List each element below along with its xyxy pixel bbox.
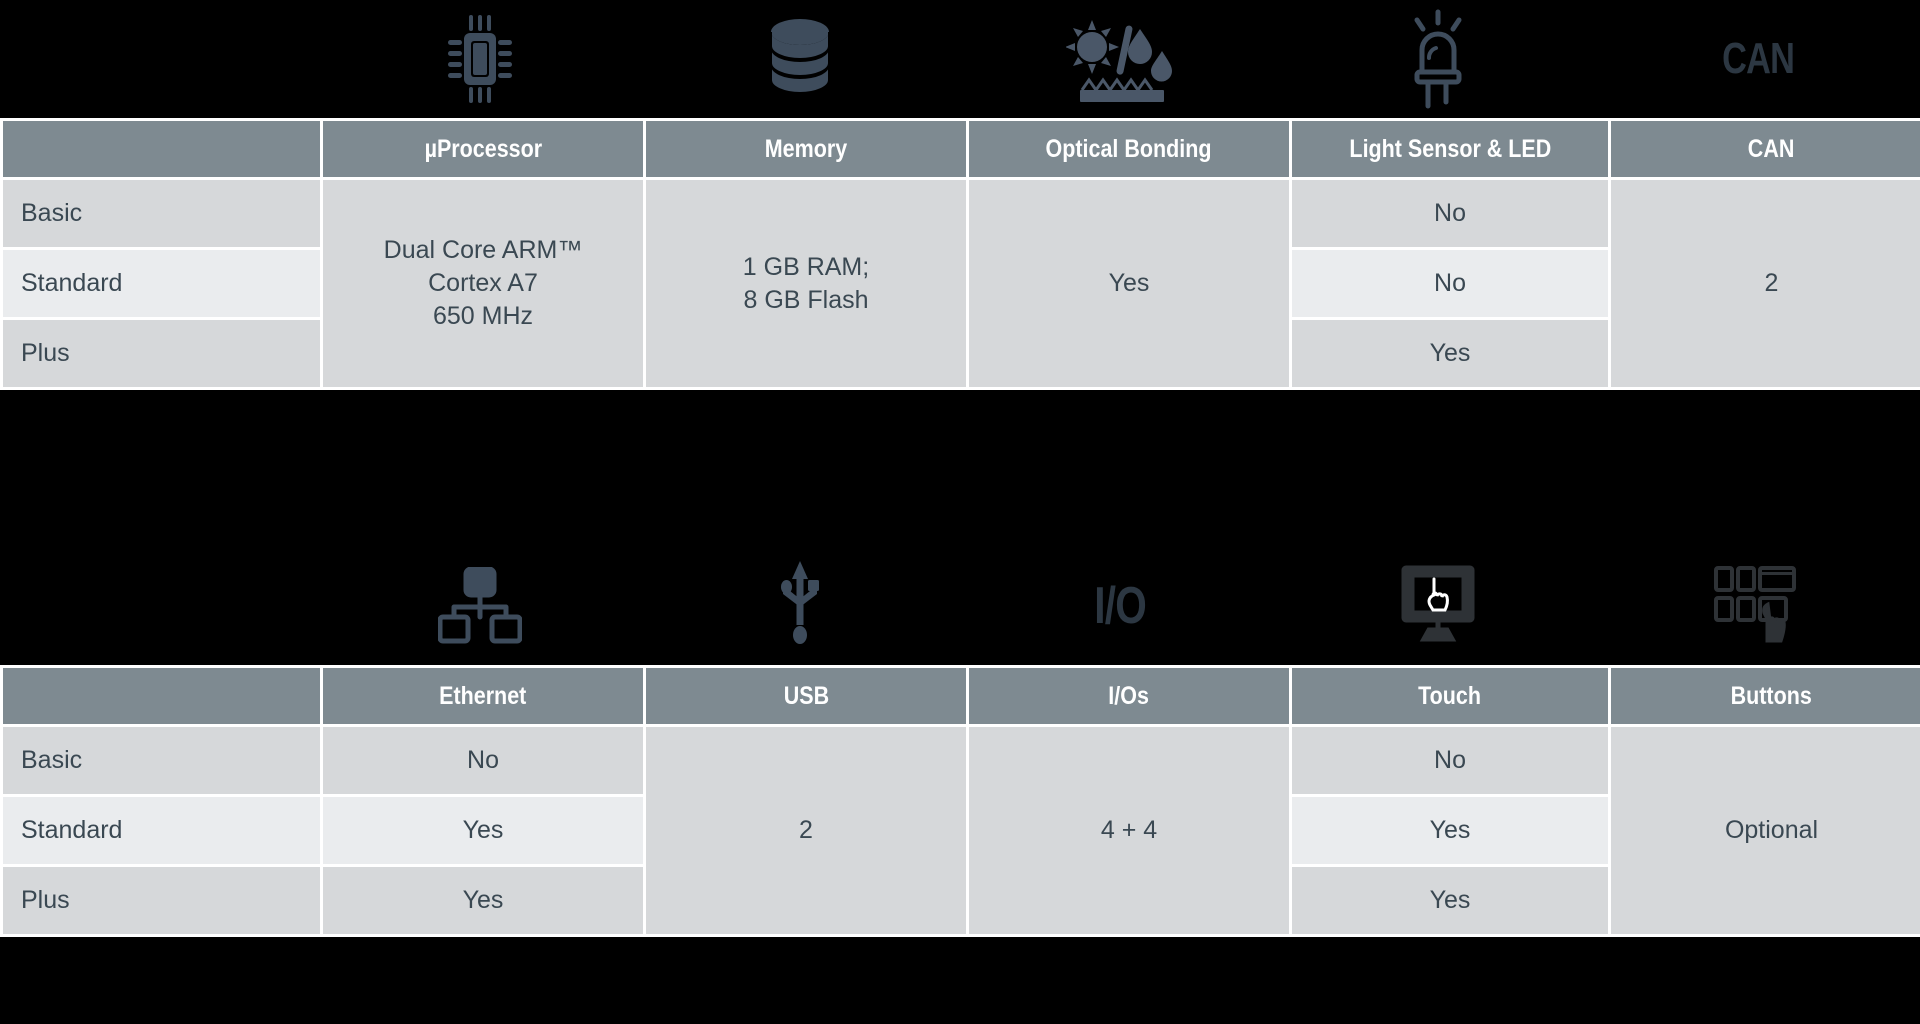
table-header-row: Ethernet USB I/Os Touch Buttons	[3, 668, 1920, 724]
section-io: I/O	[0, 547, 1920, 937]
header-processor: µProcessor	[323, 121, 643, 177]
cell-processor: Dual Core ARM™ Cortex A7 650 MHz	[323, 180, 643, 387]
header-light-sensor-led: Light Sensor & LED	[1292, 121, 1608, 177]
header-touch: Touch	[1292, 668, 1608, 724]
io-icon: I/O	[960, 547, 1280, 665]
memory-stack-icon	[640, 0, 960, 118]
row-label-basic: Basic	[3, 727, 320, 794]
cell-optical-bonding: Yes	[969, 180, 1289, 387]
row-label-plus: Plus	[3, 867, 320, 934]
cell-ethernet-standard: Yes	[323, 797, 643, 864]
icon-strip-core: CAN	[0, 0, 1920, 118]
header-usb: USB	[646, 668, 966, 724]
table-row: Standard No	[3, 250, 1920, 317]
buttons-keypad-icon	[1596, 547, 1920, 665]
header-ethernet: Ethernet	[323, 668, 643, 724]
cell-light-sensor-basic: No	[1292, 180, 1608, 247]
table-row: Plus Yes	[3, 320, 1920, 387]
cell-can: 2	[1611, 180, 1920, 387]
can-icon: CAN	[1596, 0, 1920, 118]
optical-bonding-icon	[960, 0, 1280, 118]
cell-touch-standard: Yes	[1292, 797, 1608, 864]
usb-icon	[640, 547, 960, 665]
header-buttons: Buttons	[1611, 668, 1920, 724]
led-icon	[1280, 0, 1596, 118]
cell-memory: 1 GB RAM; 8 GB Flash	[646, 180, 966, 387]
header-corner	[3, 121, 320, 177]
table-row: Plus Yes Yes	[3, 867, 1920, 934]
header-corner	[3, 668, 320, 724]
table-row: Standard Yes Yes	[3, 797, 1920, 864]
cell-ios: 4 + 4	[969, 727, 1289, 934]
section-core: CAN µProcessor Memory Optical Bonding Li…	[0, 0, 1920, 390]
cell-ethernet-plus: Yes	[323, 867, 643, 934]
table-header-row: µProcessor Memory Optical Bonding Light …	[3, 121, 1920, 177]
table-row: Basic No 2 4 + 4 No Optional	[3, 727, 1920, 934]
header-optical-bonding: Optical Bonding	[969, 121, 1289, 177]
row-label-plus: Plus	[3, 320, 320, 387]
cell-touch-plus: Yes	[1292, 867, 1608, 934]
can-icon-label: CAN	[1721, 34, 1795, 83]
cell-usb: 2	[646, 727, 966, 934]
cell-light-sensor-plus: Yes	[1292, 320, 1608, 387]
ethernet-network-icon	[320, 547, 640, 665]
cell-buttons: Optional	[1611, 727, 1920, 934]
touchscreen-icon	[1280, 547, 1596, 665]
io-icon-label: I/O	[1094, 577, 1147, 635]
row-label-basic: Basic	[3, 180, 320, 247]
cell-light-sensor-standard: No	[1292, 250, 1608, 317]
spec-table-io: Ethernet USB I/Os Touch Buttons Basic No…	[0, 665, 1920, 937]
microprocessor-icon	[320, 0, 640, 118]
header-memory: Memory	[646, 121, 966, 177]
table-row: Basic Dual Core ARM™ Cortex A7 650 MHz 1…	[3, 180, 1920, 387]
blank-icon	[0, 547, 320, 665]
icon-strip-io: I/O	[0, 547, 1920, 665]
row-label-standard: Standard	[3, 250, 320, 317]
cell-touch-basic: No	[1292, 727, 1608, 794]
blank-icon	[0, 0, 320, 118]
spec-table-core: µProcessor Memory Optical Bonding Light …	[0, 118, 1920, 390]
cell-ethernet-basic: No	[323, 727, 643, 794]
header-ios: I/Os	[969, 668, 1289, 724]
header-can: CAN	[1611, 121, 1920, 177]
row-label-standard: Standard	[3, 797, 320, 864]
